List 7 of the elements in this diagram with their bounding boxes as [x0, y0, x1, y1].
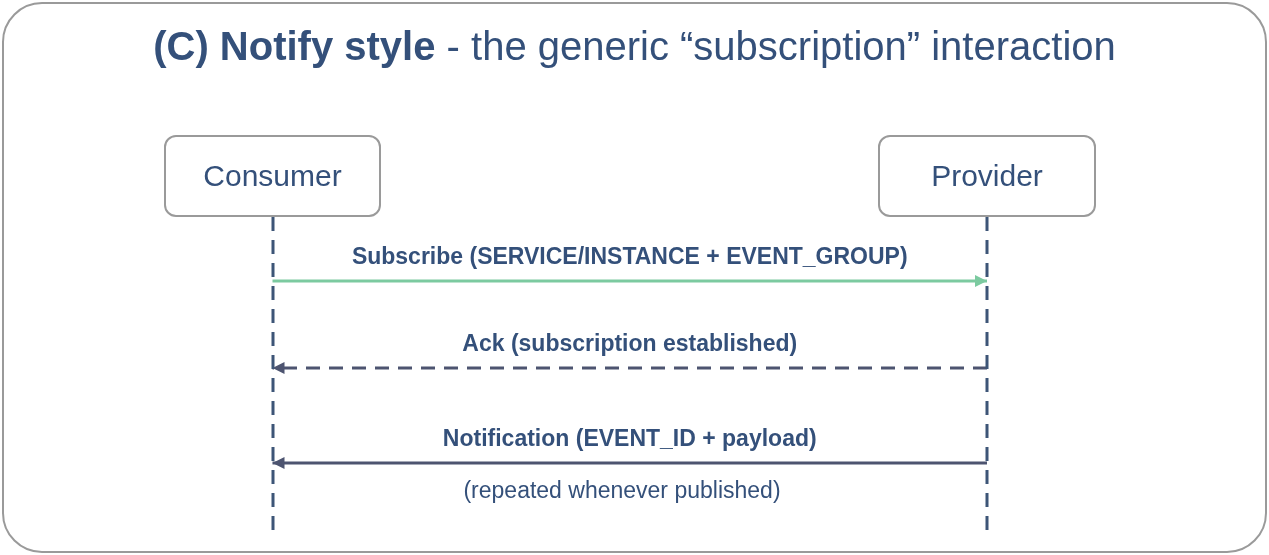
- arrow: [272, 457, 987, 469]
- arrow: [272, 275, 987, 287]
- participant-box: Consumer: [164, 135, 381, 217]
- participant-box: Provider: [878, 135, 1096, 217]
- title: (C) Notify style - the generic “subscription” interaction: [152, 24, 1117, 69]
- arrow: [272, 362, 987, 374]
- note-text: (repeated whenever published): [463, 477, 781, 504]
